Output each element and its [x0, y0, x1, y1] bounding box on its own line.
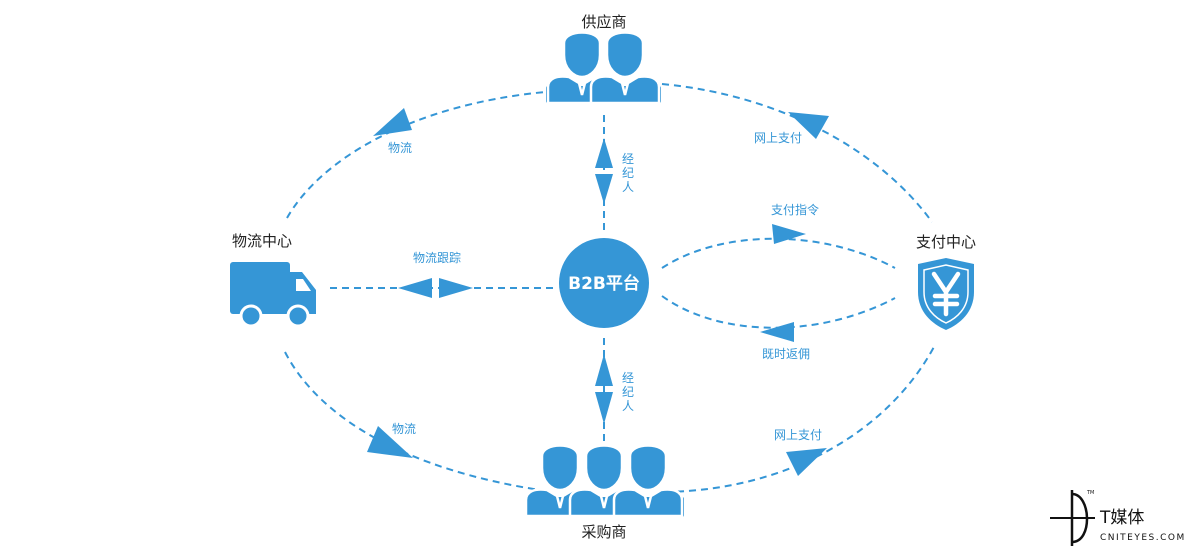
edge-label-buyer-payment: 网上支付	[774, 428, 822, 442]
arrow-platform-payment-top	[772, 224, 806, 244]
arrow-logistics-buyer	[367, 426, 413, 458]
supplier-node: 供应商	[546, 13, 661, 105]
buyer-node: 采购商	[524, 444, 684, 541]
watermark-name: T媒体	[1099, 508, 1144, 528]
line-logistics-buyer	[284, 351, 541, 491]
arrow-platform-supplier-up	[595, 138, 613, 168]
broker-char-bottom-3: 人	[622, 399, 634, 413]
edge-label-platform-payment-bottom: 既时返佣	[762, 347, 810, 361]
edge-label-logistics-supplier: 物流	[388, 141, 412, 155]
arrow-platform-buyer-up	[595, 354, 613, 386]
people-trio-icon	[524, 444, 684, 518]
connector-lines	[284, 83, 936, 493]
supplier-label: 供应商	[581, 13, 626, 31]
arrow-supplier-payment	[788, 112, 829, 139]
edge-label-platform-buyer: 经 纪 人	[622, 371, 634, 413]
platform-node: B2B平台	[559, 238, 649, 328]
line-buyer-payment	[664, 344, 936, 493]
arrow-platform-buyer-down	[595, 392, 613, 424]
arrow-buyer-payment	[786, 448, 827, 476]
yen-shield-icon	[918, 258, 974, 330]
edge-label-logistics-buyer: 物流	[392, 422, 416, 436]
arrow-platform-logistics-right	[439, 278, 473, 298]
edge-label-platform-supplier: 经 纪 人	[622, 152, 634, 194]
line-platform-payment-top	[661, 237, 896, 269]
line-logistics-supplier	[286, 91, 546, 219]
platform-label: B2B平台	[568, 273, 640, 294]
broker-char-bottom-1: 经	[622, 371, 634, 385]
platform-circle	[559, 238, 649, 328]
edge-labels: 物流 网上支付 物流 网上支付 物流跟踪 支付指令 既时返佣 经 纪 人 经 纪…	[388, 131, 822, 442]
watermark-tm: TM	[1086, 490, 1094, 496]
arrowheads	[367, 108, 829, 476]
buyer-label: 采购商	[581, 523, 626, 541]
arrow-platform-supplier-down	[595, 174, 613, 204]
truck-icon	[230, 262, 316, 328]
arrow-logistics-supplier	[373, 108, 412, 136]
payment-label: 支付中心	[916, 233, 976, 251]
broker-char-top-3: 人	[622, 180, 634, 194]
broker-char-top-1: 经	[622, 152, 634, 166]
broker-char-top-2: 纪	[622, 166, 634, 180]
logistics-node: 物流中心	[230, 232, 316, 328]
line-platform-payment-bottom	[661, 295, 896, 329]
people-pair-icon	[546, 31, 661, 105]
edge-label-supplier-payment: 网上支付	[754, 131, 802, 145]
watermark-logo: TM T媒体 CNITEYES.COM	[1050, 490, 1186, 546]
arrow-platform-logistics-left	[398, 278, 432, 298]
edge-label-platform-logistics: 物流跟踪	[413, 251, 461, 265]
edge-label-platform-payment-top: 支付指令	[771, 202, 819, 217]
arrow-platform-payment-bottom	[760, 322, 794, 342]
payment-node: 支付中心	[916, 233, 976, 330]
watermark-sub: CNITEYES.COM	[1100, 533, 1186, 543]
line-supplier-payment	[661, 83, 933, 223]
logistics-label: 物流中心	[232, 232, 292, 250]
broker-char-bottom-2: 纪	[622, 385, 634, 399]
